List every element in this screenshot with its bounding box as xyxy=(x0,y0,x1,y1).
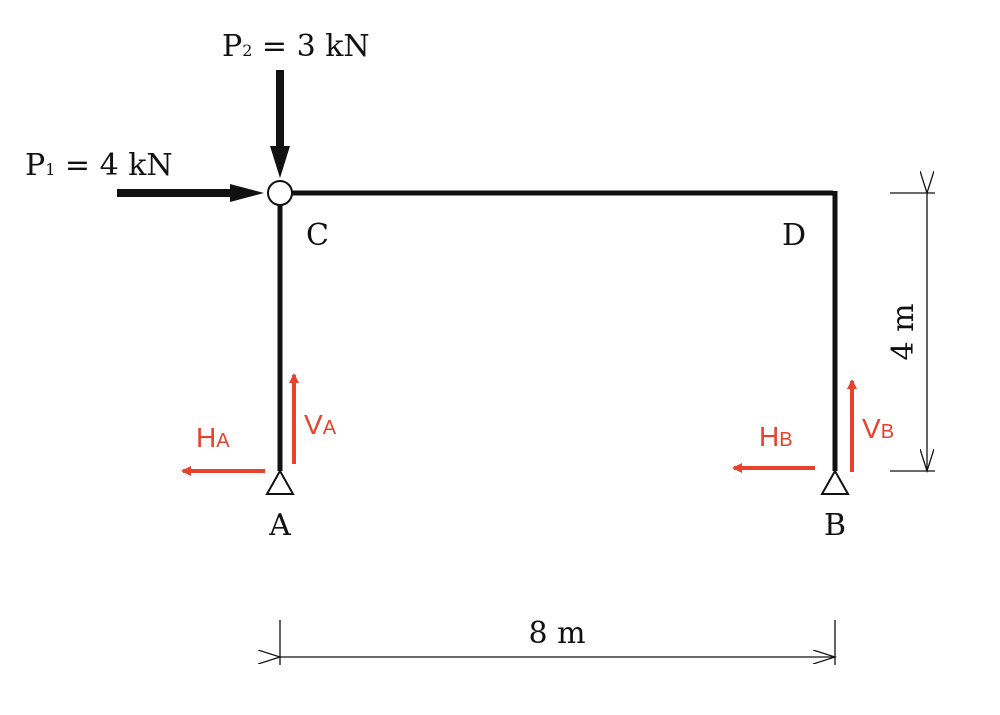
span-label: 8 m xyxy=(528,616,585,651)
height-dimension xyxy=(890,193,935,471)
load-p1-label: P1 = 4 kN xyxy=(25,148,173,183)
pin-support-a xyxy=(265,468,295,495)
frame-structure xyxy=(267,180,838,471)
span-dimension xyxy=(280,620,835,665)
node-b-label: B xyxy=(824,508,846,543)
reaction-hb-label: HB xyxy=(759,421,793,452)
node-d-label: D xyxy=(782,218,806,253)
node-a-label: A xyxy=(268,508,291,543)
hinge-c xyxy=(267,180,293,206)
reaction-vb-label: VB xyxy=(862,413,894,444)
reaction-va-label: VA xyxy=(304,409,337,440)
reaction-ha-label: HA xyxy=(196,422,230,453)
pin-support-b xyxy=(820,468,850,495)
node-c-label: C xyxy=(306,218,329,253)
load-p2-label: P2 = 3 kN xyxy=(222,29,370,64)
height-label: 4 m xyxy=(886,303,921,360)
load-p1-arrow xyxy=(117,184,264,202)
load-p2-arrow xyxy=(270,70,290,178)
